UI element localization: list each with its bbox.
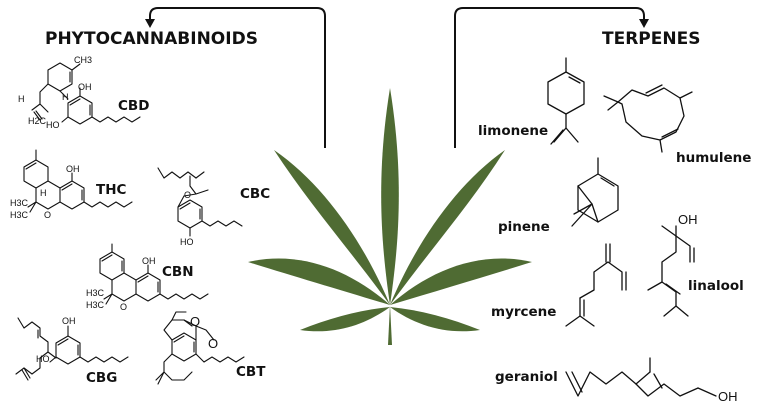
linalool-oh-label: OH bbox=[678, 212, 698, 227]
geraniol-oh-label: OH bbox=[718, 389, 738, 404]
cbd-h2c-label: H2C bbox=[28, 116, 47, 126]
thc-o-label: O bbox=[44, 210, 51, 220]
compound-name-cbt: CBT bbox=[236, 364, 266, 380]
compound-humulene: humulene bbox=[603, 84, 751, 166]
compound-cbd: CH3 H H OH HO H2C CBD bbox=[18, 55, 149, 130]
compound-name-thc: THC bbox=[96, 182, 127, 198]
thc-h3c-label-2: H3C bbox=[10, 210, 29, 220]
compound-name-cbc: CBC bbox=[240, 186, 270, 202]
compound-name-geraniol: geraniol bbox=[495, 369, 558, 385]
thc-oh-label: OH bbox=[66, 164, 80, 174]
compound-name-cbn: CBN bbox=[162, 264, 194, 280]
compound-thc: OH O H3C H3C H THC bbox=[10, 149, 133, 220]
compound-cbc: O HO CBC bbox=[157, 167, 270, 247]
compound-limonene: limonene bbox=[478, 57, 585, 145]
compound-name-limonene: limonene bbox=[478, 123, 548, 139]
cbn-oh-label: OH bbox=[142, 256, 156, 266]
thc-h3c-label-1: H3C bbox=[10, 198, 29, 208]
cbc-o-label: O bbox=[184, 190, 191, 200]
compound-name-cbg: CBG bbox=[86, 370, 117, 386]
compound-linalool: OH linalool bbox=[647, 212, 744, 317]
cbn-h3c-label-1: H3C bbox=[86, 288, 105, 298]
thc-h-label: H bbox=[40, 188, 47, 198]
cbc-ho-label: HO bbox=[180, 237, 194, 247]
cbg-oh-label: OH bbox=[62, 316, 76, 326]
cbn-h3c-label-2: H3C bbox=[86, 300, 105, 310]
cbt-o-label-1: O bbox=[190, 314, 200, 329]
cbd-oh-label: OH bbox=[78, 82, 92, 92]
compound-name-humulene: humulene bbox=[676, 150, 751, 166]
compound-pinene: pinene bbox=[498, 157, 619, 235]
cbn-o-label: O bbox=[120, 302, 127, 312]
compound-name-cbd: CBD bbox=[118, 98, 149, 114]
compound-geraniol: geraniol OH bbox=[495, 357, 738, 404]
cbd-h-label-1: H bbox=[18, 94, 25, 104]
cbg-ho-label: HO bbox=[36, 354, 50, 364]
cbd-methyl-label: CH3 bbox=[74, 55, 92, 65]
heading-phytocannabinoids: PHYTOCANNABINOIDS bbox=[45, 29, 258, 49]
compound-name-pinene: pinene bbox=[498, 219, 550, 235]
compound-name-myrcene: myrcene bbox=[491, 304, 556, 320]
compound-cbt: O O CBT bbox=[155, 311, 266, 385]
cbd-h-label-2: H bbox=[62, 92, 69, 102]
compound-myrcene: myrcene bbox=[491, 243, 627, 327]
compound-name-linalool: linalool bbox=[688, 278, 744, 294]
cbt-o-label-2: O bbox=[208, 336, 218, 351]
heading-terpenes: TERPENES bbox=[602, 29, 700, 49]
arrow-to-terpenes bbox=[454, 7, 649, 148]
compound-cbn: OH O H3C H3C CBN bbox=[86, 243, 209, 312]
cannabis-leaf-icon bbox=[248, 88, 532, 345]
arrow-to-phytocannabinoids bbox=[145, 7, 326, 148]
compound-cbg: OH HO CBG bbox=[15, 316, 129, 386]
cbd-ho-label: HO bbox=[46, 120, 60, 130]
